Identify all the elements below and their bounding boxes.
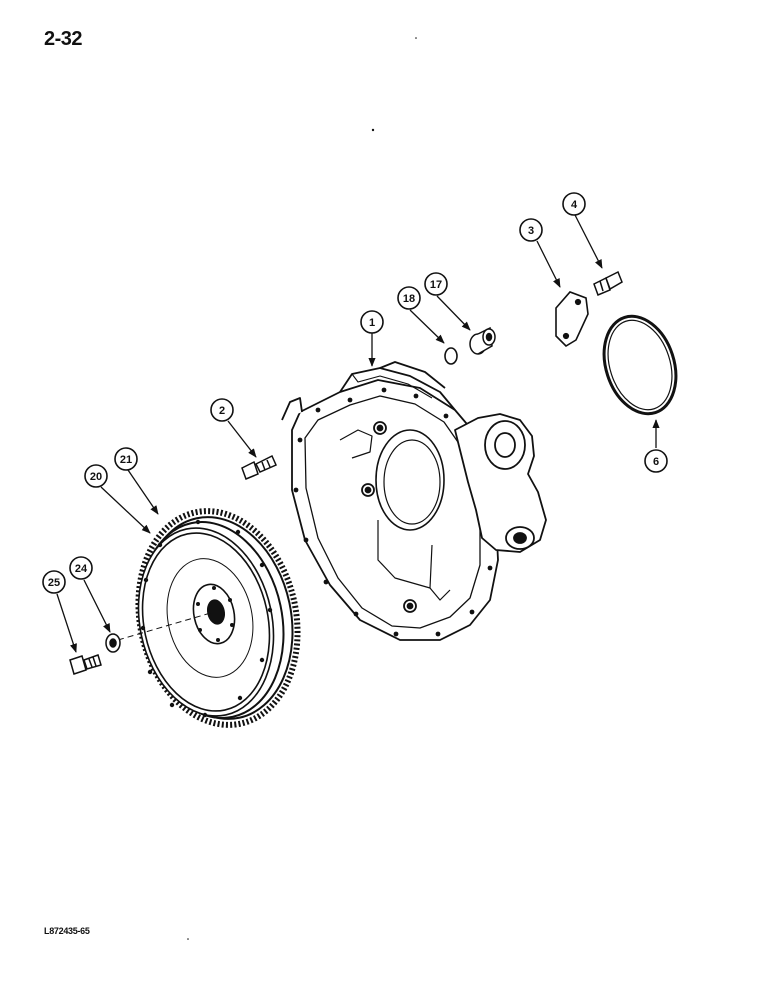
flywheel-bolt [69, 654, 102, 675]
callout-2: 2 [210, 398, 234, 422]
callout-label: 25 [48, 577, 60, 589]
housing-bolt [241, 454, 277, 480]
callout-label: 2 [219, 405, 225, 417]
plug [469, 326, 496, 355]
callout-label: 21 [120, 454, 132, 466]
callout-3: 3 [519, 218, 543, 242]
callout-label: 20 [90, 471, 102, 483]
callout-label: 1 [369, 317, 375, 329]
scan-speck [187, 37, 417, 940]
o-ring [602, 314, 678, 416]
alignment-line [117, 611, 215, 641]
callout-label: 17 [430, 279, 442, 291]
flywheel-washer [105, 633, 121, 653]
callout-24: 24 [69, 556, 93, 580]
leader-lines [56, 214, 660, 653]
plug-seal-ring [444, 347, 458, 365]
page-number: 2-32 [44, 28, 83, 50]
callout-21: 21 [114, 447, 138, 471]
callout-4: 4 [562, 192, 586, 216]
callout-1: 1 [360, 310, 384, 334]
callout-label: 18 [403, 293, 415, 305]
flywheel [137, 519, 275, 718]
callout-25: 25 [42, 570, 66, 594]
callout-6: 6 [644, 449, 668, 473]
callout-20: 20 [84, 464, 108, 488]
callout-18: 18 [397, 286, 421, 310]
drawing-reference-code: L872435-65 [44, 926, 90, 936]
callout-label: 24 [75, 563, 88, 575]
cover-plate [555, 291, 589, 348]
callout-label: 6 [653, 456, 659, 468]
callout-17: 17 [424, 272, 448, 296]
flywheel-housing [281, 361, 547, 641]
callout-label: 4 [571, 199, 578, 211]
callout-label: 3 [528, 225, 534, 237]
cover-screw [593, 270, 623, 296]
